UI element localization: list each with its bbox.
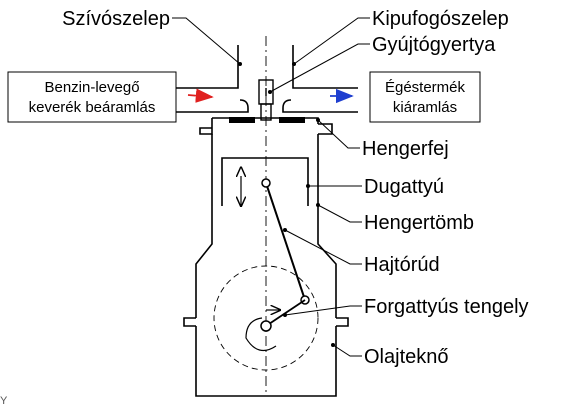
leader-lines	[172, 17, 370, 357]
piston	[221, 157, 309, 206]
exhaust-box	[369, 71, 481, 123]
label-connecting-rod: Hajtórúd	[364, 254, 440, 276]
label-crankshaft: Forgattyús tengely	[364, 296, 529, 318]
exhaust-box-line2: kiáramlás	[393, 99, 457, 116]
corner-mark: Y	[0, 395, 8, 407]
label-oil-pan: Olajteknő	[364, 346, 449, 368]
label-cylinder-head: Hengerfej	[362, 138, 449, 160]
label-spark-plug: Gyújtógyertya	[372, 34, 496, 56]
exhaust-box-line1: Égéstermék	[385, 79, 466, 96]
leader-dots	[238, 62, 335, 347]
intake-flow-arrow-icon	[187, 88, 214, 103]
label-exhaust-valve: Kipufogószelep	[372, 8, 509, 30]
intake-box	[7, 71, 177, 123]
crank-path	[213, 265, 319, 371]
cylinder-block	[183, 138, 349, 397]
intake-box-line1: Benzin-levegő	[44, 79, 139, 96]
intake-valve-head	[229, 117, 255, 123]
label-cylinder-block: Hengertömb	[364, 212, 474, 234]
connecting-rod	[260, 178, 310, 332]
exhaust-valve-head	[279, 117, 305, 123]
intake-box-line2: keverék beáramlás	[29, 99, 156, 116]
label-intake-valve: Szívószelep	[62, 8, 170, 30]
label-piston: Dugattyú	[364, 176, 444, 198]
rotation-arc-icon	[245, 317, 277, 352]
